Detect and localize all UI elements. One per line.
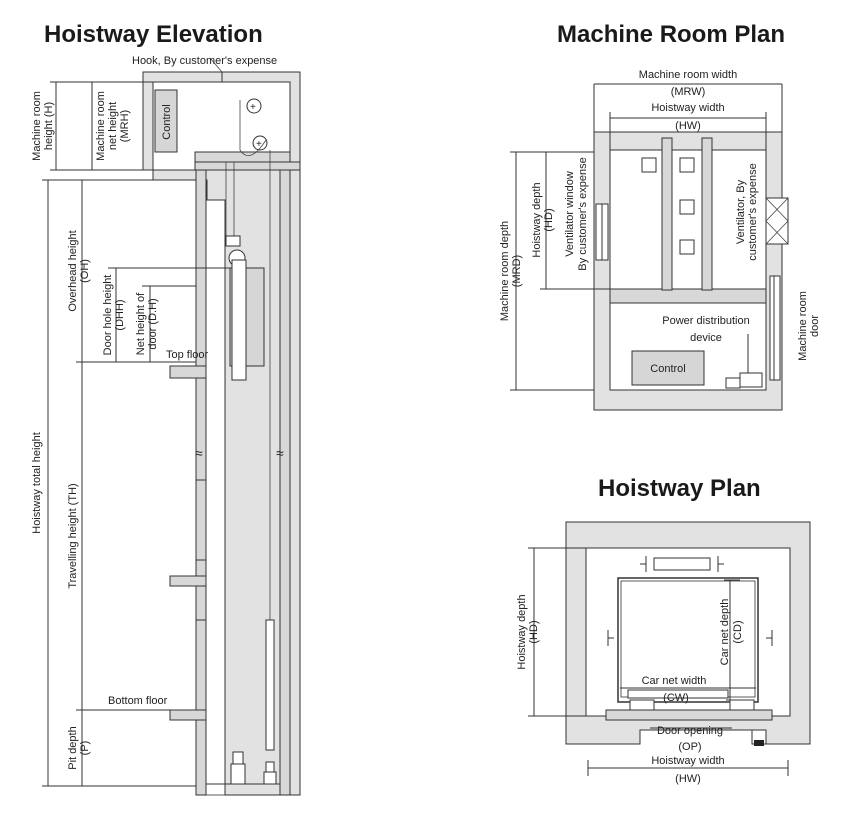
svg-text:Machine room: Machine room: [31, 91, 43, 161]
mr-control-cabinet: [631, 350, 705, 386]
svg-text:Door hole height: Door hole height: [102, 275, 114, 356]
top-floor-label: Top floor: [166, 349, 209, 361]
svg-text:(DHH): (DHH): [114, 299, 126, 330]
svg-text:door: door: [809, 315, 821, 337]
svg-text:customer's expense: customer's expense: [747, 163, 759, 260]
overhead-height-label: Overhead height (OH): [67, 230, 91, 311]
power-distribution-device-label: device: [690, 332, 722, 344]
svg-text:(HD): (HD): [543, 208, 555, 231]
svg-text:Hoistway depth: Hoistway depth: [516, 594, 528, 669]
hp-hoistway-depth-label: Hoistway depth (HD): [516, 594, 540, 669]
svg-text:Travelling height (TH): Travelling height (TH): [67, 483, 79, 588]
svg-text:Machine room: Machine room: [95, 91, 107, 161]
mr-control-label: Control: [650, 363, 685, 375]
svg-text:Car net depth: Car net depth: [719, 599, 731, 666]
svg-text:(P): (P): [79, 741, 91, 756]
car-net-width-label: Car net width: [642, 675, 707, 687]
mr-hoistway-depth-label: Hoistway depth (HD): [531, 182, 555, 257]
car-net-width-code: (CW): [663, 692, 689, 704]
svg-text:Ventilator, By: Ventilator, By: [735, 179, 747, 244]
machine-room-net-height-label: Machine room net height (MRH): [95, 91, 131, 161]
mr-depth-label: Machine room depth (MRD): [499, 221, 523, 321]
machine-room-height-label: Machine room height (H): [31, 91, 55, 161]
car-net-depth-label: Car net depth (CD): [719, 599, 744, 666]
svg-text:net height: net height: [107, 102, 119, 150]
svg-text:Hoistway depth: Hoistway depth: [531, 182, 543, 257]
svg-text:+: +: [256, 139, 262, 150]
mr-hoistway-width-label: Hoistway width: [651, 102, 724, 114]
title-hoistway-elevation: Hoistway Elevation: [44, 21, 263, 48]
svg-text:(MRD): (MRD): [511, 255, 523, 287]
hoistway-total-height-label: Hoistway total height: [31, 432, 43, 534]
svg-text:≈: ≈: [195, 445, 203, 461]
pit-depth-label: Pit depth (P): [67, 726, 91, 769]
svg-text:Pit depth: Pit depth: [67, 726, 79, 769]
svg-text:Control: Control: [161, 104, 173, 139]
hoistway-plan-drawing: [528, 521, 811, 776]
sheave-icon: [246, 98, 262, 114]
control-cabinet: [154, 89, 178, 153]
hoistway-elevation-drawing: + + ≈ ≈: [42, 57, 301, 796]
machine-room-plan-drawing: [510, 83, 789, 411]
ventilator-window-label: Ventilator window By customer's expense: [564, 157, 589, 270]
mr-hoistway-width-code: (HW): [675, 120, 701, 132]
svg-text:(MRH): (MRH): [119, 110, 131, 142]
svg-text:Ventilator window: Ventilator window: [564, 171, 576, 257]
net-height-of-door-label: Net height of door (D.H): [135, 292, 159, 355]
door-opening-label: Door opening: [657, 725, 723, 737]
svg-text:height (H): height (H): [43, 102, 55, 150]
machine-room-door-label: Machine room door: [797, 291, 821, 361]
svg-text:Machine room depth: Machine room depth: [499, 221, 511, 321]
mr-width-code: (MRW): [671, 86, 706, 98]
svg-text:Hoistway total height: Hoistway total height: [31, 432, 43, 534]
svg-text:Net height of: Net height of: [135, 292, 147, 355]
title-hoistway-plan: Hoistway Plan: [598, 475, 761, 502]
svg-text:(OH): (OH): [79, 259, 91, 283]
title-machine-room-plan: Machine Room Plan: [557, 21, 785, 48]
deflector-sheave-icon: [252, 135, 268, 151]
door-opening-code: (OP): [678, 741, 701, 753]
svg-text:(CD): (CD): [732, 620, 744, 643]
ventilator-label: Ventilator, By customer's expense: [735, 163, 759, 260]
svg-text:(HD): (HD): [528, 620, 540, 643]
power-distribution-label: Power distribution: [662, 315, 749, 327]
hook-label: Hook, By customer's expense: [132, 55, 277, 67]
door-hole-height-label: Door hole height (DHH): [102, 275, 126, 356]
control-label: Control: [161, 104, 173, 139]
svg-text:door (D.H): door (D.H): [147, 298, 159, 349]
car-outline: [617, 577, 759, 703]
mr-width-label: Machine room width: [639, 69, 737, 81]
bottom-floor-label: Bottom floor: [108, 695, 168, 707]
travelling-height-label: Travelling height (TH): [67, 483, 79, 588]
hp-hoistway-width-label: Hoistway width: [651, 755, 724, 767]
hp-hoistway-width-code: (HW): [675, 773, 701, 785]
svg-text:≈: ≈: [276, 445, 284, 461]
svg-text:Machine room: Machine room: [797, 291, 809, 361]
svg-text:+: +: [250, 102, 256, 113]
svg-text:By customer's expense: By customer's expense: [577, 157, 589, 270]
svg-text:Overhead height: Overhead height: [67, 230, 79, 311]
